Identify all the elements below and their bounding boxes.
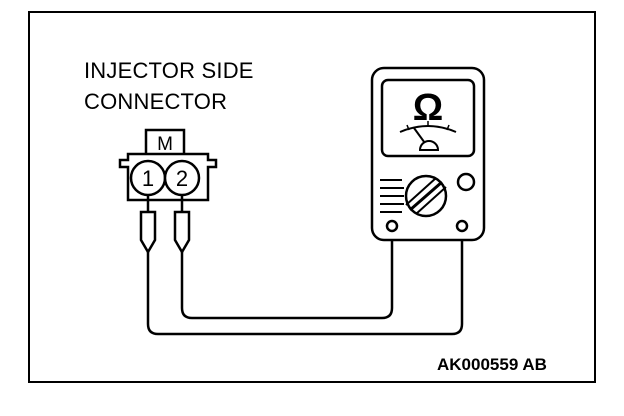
connector-title-line2: CONNECTOR <box>84 89 228 114</box>
ohmmeter: Ω <box>370 66 486 242</box>
connector-lock-tab <box>144 128 186 157</box>
needle-pivot <box>418 140 440 151</box>
meter-display <box>380 78 476 158</box>
diagram-frame <box>28 11 596 383</box>
test-probes <box>139 196 191 255</box>
lead-wires <box>146 226 464 336</box>
range-selector-dial <box>380 174 448 218</box>
zero-adjust-knob <box>456 172 476 192</box>
meter-terminal-right <box>455 219 469 233</box>
pin2-circle <box>163 159 201 197</box>
probe-left <box>139 210 157 255</box>
connector-marker: M <box>157 134 173 155</box>
meter-terminal-left <box>385 219 399 233</box>
probe-right <box>173 210 191 255</box>
figure-code: AK000559 AB <box>437 355 547 374</box>
pin1-label: 1 <box>142 166 154 191</box>
lead-wire-pin2 <box>180 226 394 320</box>
lead-wire-pin1 <box>146 226 464 336</box>
injector-connector: M 1 2 <box>118 128 218 202</box>
connector-title-line1: INJECTOR SIDE <box>84 58 254 83</box>
pin2-label: 2 <box>176 166 188 191</box>
